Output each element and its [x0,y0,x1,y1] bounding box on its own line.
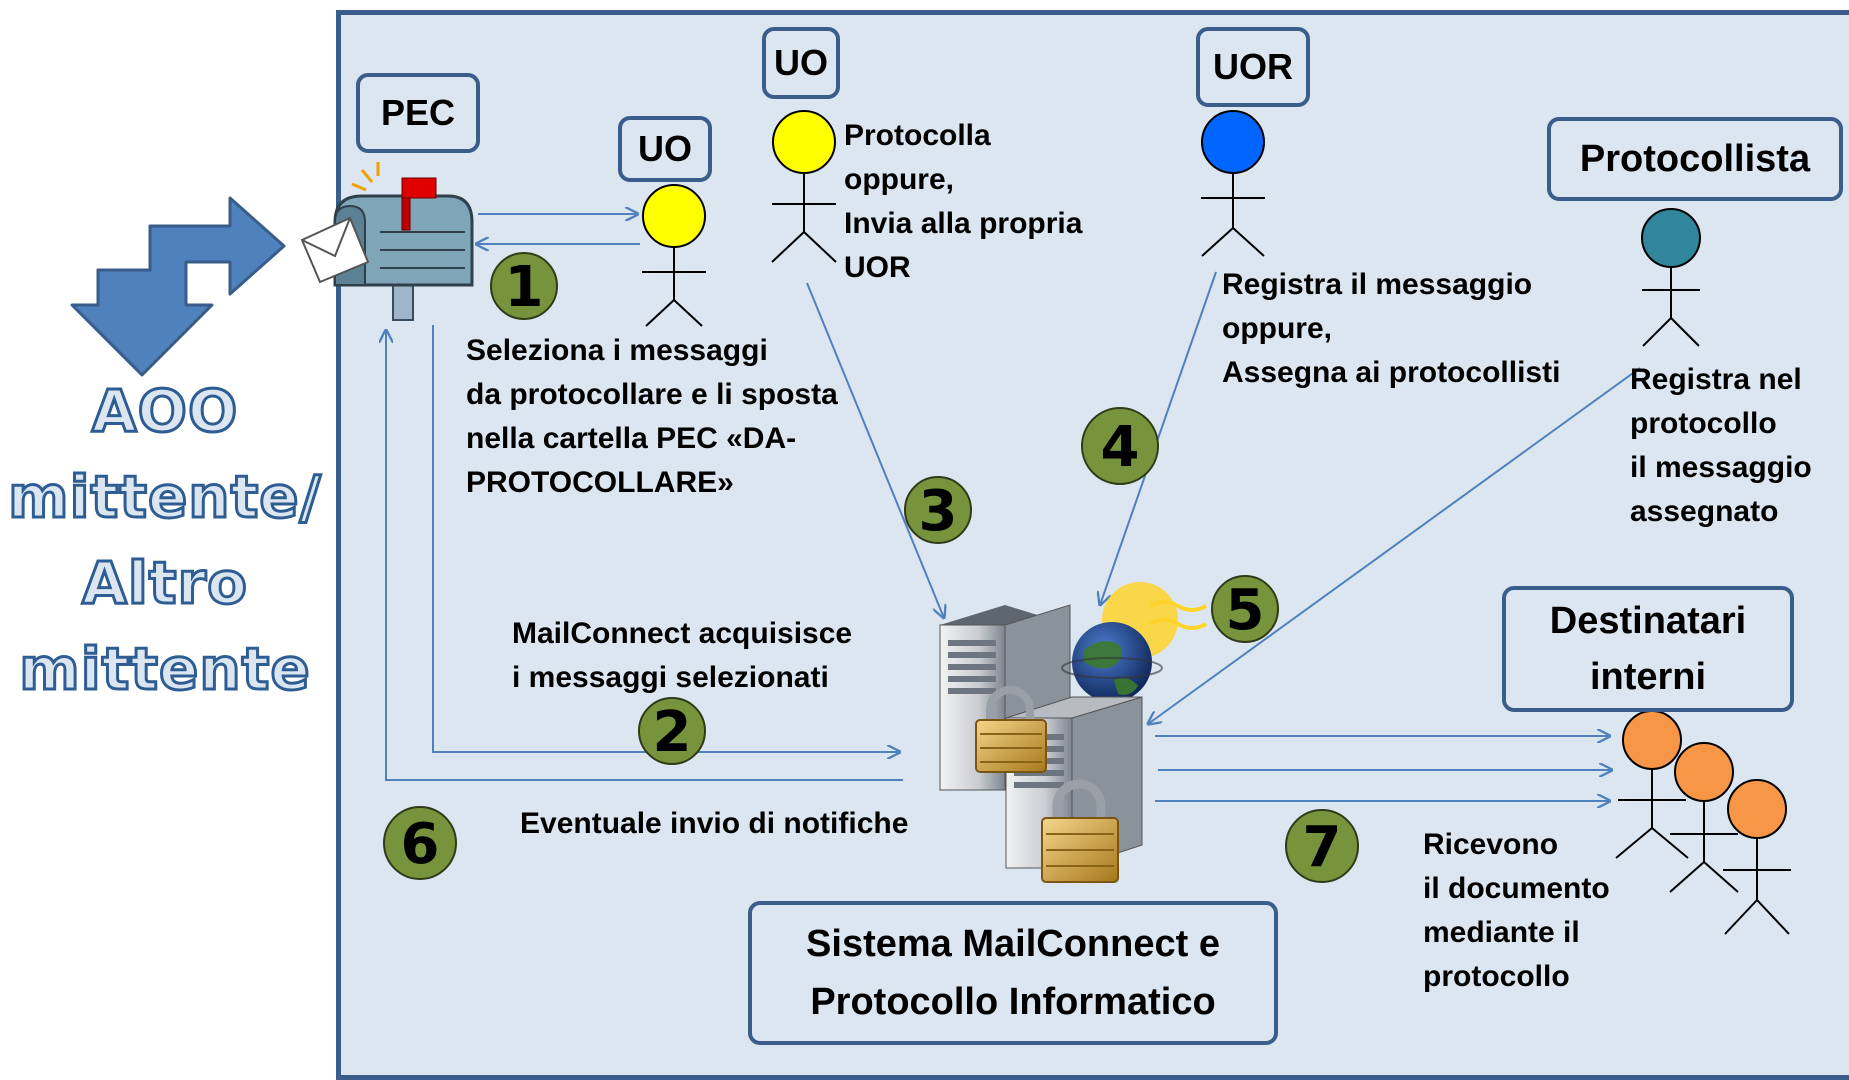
sender-line: mittente/ [7,462,323,533]
step7-text: Ricevono il documento mediante il protoc… [1423,828,1610,993]
arrow-pec-to-system [432,325,900,752]
step-badge-7: 7 [1285,809,1359,883]
pec-label: PEC [380,92,456,133]
arrow-uo-to-system [806,282,944,618]
step-badge-2: 2 [638,697,706,765]
uo-box: UO [618,116,712,182]
actor-destinatario-icon [1669,742,1739,893]
actor-uo-icon [771,110,837,263]
system-title-box: Sistema MailConnect e Protocollo Informa… [748,901,1278,1045]
protocollista-action-text: Registra nel protocollo il messaggio ass… [1630,363,1812,528]
padlock-icon [1041,779,1119,883]
step-number: 7 [1303,815,1342,880]
uor-label: UOR [1213,46,1293,87]
step-number: 6 [401,812,440,877]
sender-line: mittente [18,634,311,705]
step-badge-4: 4 [1081,407,1159,485]
step-badge-1: 1 [490,252,558,320]
step-number: 4 [1101,415,1140,480]
destinatari-box: Destinatari interni [1502,586,1794,712]
step-badge-5: 5 [1211,575,1279,643]
arrow-notifications [386,330,903,781]
destinatari-label: Destinatari interni [1549,600,1747,698]
arrow-protocollista-to-system [1148,367,1641,724]
step6-text: Eventuale invio di notifiche [520,807,909,840]
step-badge-3: 3 [904,476,972,544]
padlock-icon [975,686,1047,773]
uo-label: UO [638,128,692,169]
sender-line: AOO [90,376,239,447]
step-badge-6: 6 [383,806,457,880]
step1-text: Seleziona i messaggi da protocollare e l… [466,334,838,499]
uor-action-text: Registra il messaggio oppure, Assegna ai… [1222,268,1561,389]
protocollista-label: Protocollista [1579,137,1811,180]
step-number: 3 [919,479,958,544]
step-badges: 1 2 3 4 5 6 7 [383,252,1359,883]
pec-box: PEC [356,73,480,153]
sender-arrow-icon [70,196,286,377]
actor-destinatario-icon [1723,779,1791,935]
connection-arrows [386,214,1641,801]
step-number: 5 [1226,578,1265,643]
step2-text: MailConnect acquisisce i messaggi selezi… [512,617,853,694]
actor-protocollista-icon [1641,208,1701,347]
actor-destinatario-icon [1615,710,1689,859]
uo-action-text: Protocolla oppure, Invia alla propria UO… [844,119,1083,284]
system-title: Sistema MailConnect e Protocollo Informa… [806,923,1220,1023]
sender-line: Altro [81,548,249,619]
actor-uo-icon [642,184,706,327]
step-number: 2 [653,700,692,765]
actor-uor-icon [1201,110,1265,257]
uo-label: UO [774,42,828,83]
uor-box: UOR [1196,27,1310,107]
uo-box: UO [762,27,840,99]
sender-label: AOO mittente/ Altro mittente [0,368,330,712]
step-number: 1 [505,255,544,320]
mailbox-icon [300,162,474,321]
protocollista-box: Protocollista [1547,117,1843,201]
